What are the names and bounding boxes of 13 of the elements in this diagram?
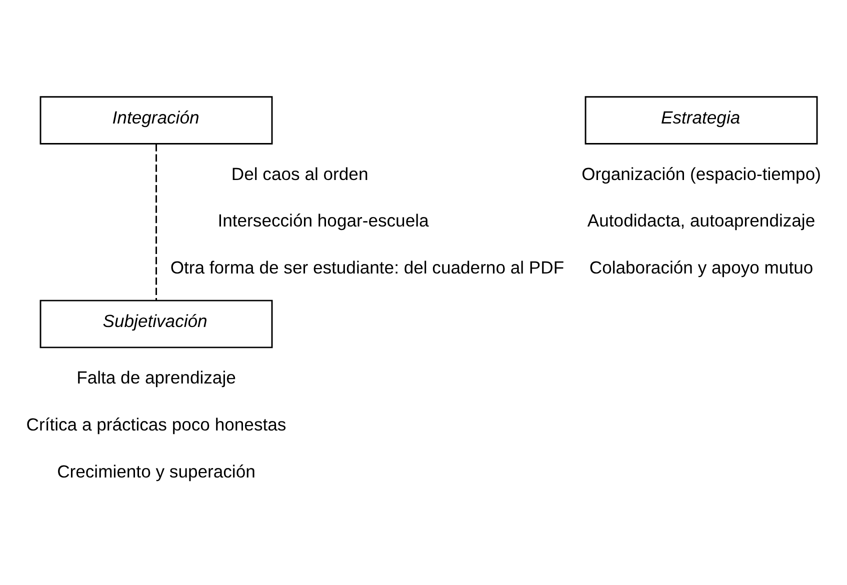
connector [155, 144, 156, 300]
node-box: Integración [39, 96, 272, 145]
label: Falta de aprendizaje [76, 367, 236, 388]
node-box: Subjetivación [39, 300, 272, 348]
label: Crítica a prácticas poco honestas [26, 414, 286, 434]
label: Crecimiento y superación [56, 461, 255, 482]
node-box: Estrategia [584, 96, 818, 145]
label: Otra forma de ser estudiante: del cuaderno al PDF [170, 258, 564, 278]
label: Intersección hogar-escuela [217, 210, 428, 231]
label: Organización (espacio-tiempo) [581, 164, 820, 184]
label: Colaboración y apoyo mutuo [588, 258, 813, 278]
label: Del caos al orden [230, 164, 368, 184]
label: Autodidacta, autoaprendizaje [586, 210, 815, 231]
